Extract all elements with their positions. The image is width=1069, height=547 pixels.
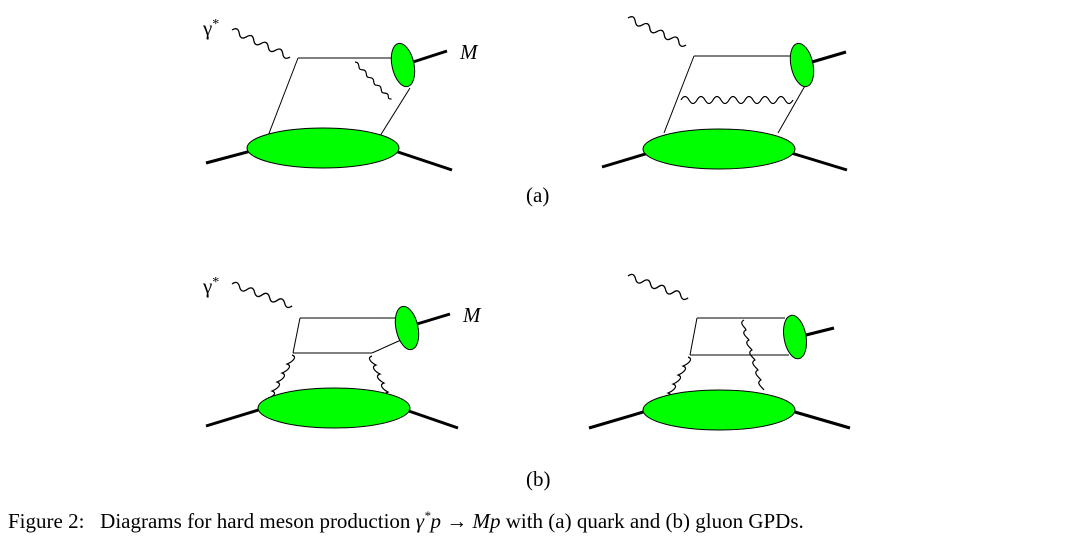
gluon-line-right — [368, 355, 393, 400]
quark-line-left — [689, 317, 698, 356]
photon-line — [231, 28, 291, 59]
proton-out-line — [787, 408, 851, 430]
caption-text-after: with (a) quark and (b) gluon GPDs. — [505, 509, 804, 533]
quark-line-left — [292, 317, 301, 354]
row-label-b: (b) — [526, 467, 551, 491]
gpd-blob — [642, 128, 796, 170]
photon-label: γ* — [202, 16, 219, 40]
gluon-line — [680, 95, 794, 105]
figure-caption: Figure 2: Diagrams for hard meson produc… — [8, 508, 1068, 534]
caption-formula: γ*p → Mp — [415, 508, 501, 533]
photon-line — [231, 281, 293, 309]
gluon-line-left — [663, 356, 692, 401]
quark-line-right — [777, 83, 807, 134]
quark-line-left — [663, 55, 695, 134]
meson-label: M — [462, 303, 482, 327]
photon-line — [627, 16, 687, 47]
diagram-b-right — [588, 273, 851, 431]
diagram-b-left: γ* M — [202, 274, 482, 430]
gluon-line — [354, 61, 392, 100]
proton-out-line — [787, 150, 848, 172]
quark-line-left — [267, 57, 299, 137]
meson-line — [416, 312, 451, 326]
meson-line — [805, 326, 835, 337]
diagram-a-left: γ* M — [202, 16, 479, 172]
meson-line — [811, 50, 847, 64]
gpd-blob — [642, 389, 796, 431]
meson-line — [412, 49, 448, 64]
gluon-line-left — [267, 354, 296, 399]
photon-label: γ* — [202, 274, 219, 298]
diagram-a-right — [601, 16, 848, 172]
gpd-blob — [257, 387, 411, 429]
caption-text-before: Diagrams for hard meson production — [100, 509, 411, 533]
gluon-line-right — [741, 319, 765, 391]
figure-canvas: γ* M (a) γ* M — [202, 16, 851, 491]
gpd-blob — [246, 127, 400, 169]
meson-label: M — [459, 40, 479, 64]
proton-in-line — [601, 150, 653, 169]
meson-blob — [390, 42, 416, 88]
proton-in-line — [205, 406, 266, 428]
row-label-a: (a) — [526, 183, 549, 207]
proton-out-line — [391, 148, 453, 172]
quark-line-right — [379, 87, 411, 137]
proton-in-line — [205, 148, 256, 165]
photon-line — [627, 273, 689, 301]
quark-line-right — [371, 339, 402, 354]
meson-blob — [394, 305, 420, 351]
caption-prefix: Figure 2: — [8, 509, 85, 533]
proton-in-line — [588, 408, 651, 430]
meson-blob — [783, 314, 807, 360]
meson-blob — [789, 42, 815, 88]
proton-out-line — [399, 406, 459, 430]
